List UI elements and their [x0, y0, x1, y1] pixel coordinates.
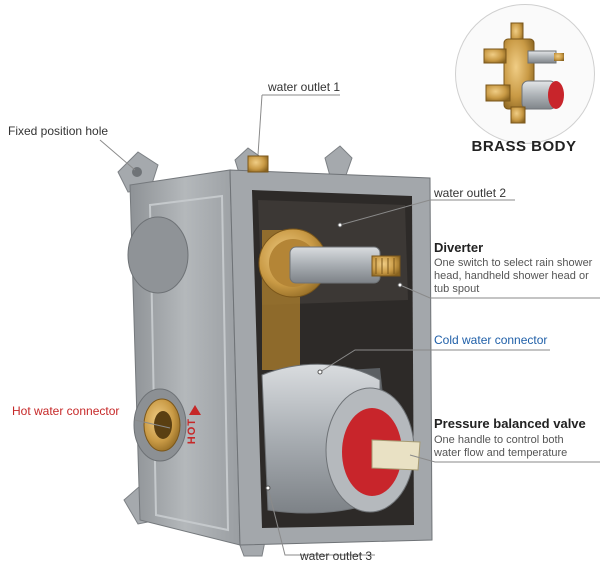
fixed-hole-label: Fixed position hole — [8, 124, 109, 138]
diverter-desc-line-2: head, handheld shower head or — [434, 270, 589, 282]
hot-connector-illustration — [133, 388, 187, 462]
outlet-2-label: water outlet 2 — [434, 186, 507, 200]
leader-lines — [99, 94, 600, 556]
brass-body-illustration — [483, 22, 564, 124]
pressure-valve-illustration — [261, 363, 421, 514]
outlet-1-label: water outlet 1 — [268, 80, 341, 94]
diverter-title: Diverter — [434, 240, 484, 255]
outlet-3-label: water outlet 3 — [300, 549, 373, 563]
outlet-1-port — [247, 155, 269, 173]
diverter-desc-line-1: One switch to select rain shower — [434, 257, 593, 269]
brass-body-inset — [455, 4, 595, 144]
hot-connector-label: Hot water connector — [12, 404, 120, 418]
cold-connector-label: Cold water connector — [434, 333, 548, 347]
valve-title: Pressure balanced valve — [434, 416, 586, 431]
brass-body-label: BRASS BODY — [471, 138, 577, 155]
valve-desc-line-2: water flow and temperature — [434, 447, 568, 459]
diverter-illustration — [258, 228, 401, 298]
hot-arrow-icon — [189, 405, 201, 415]
side-cap — [127, 216, 189, 294]
diverter-desc-line-3: tub spout — [434, 283, 480, 295]
hot-mark: HOT — [186, 418, 198, 445]
valve-desc-line-1: One handle to control both — [434, 434, 564, 446]
